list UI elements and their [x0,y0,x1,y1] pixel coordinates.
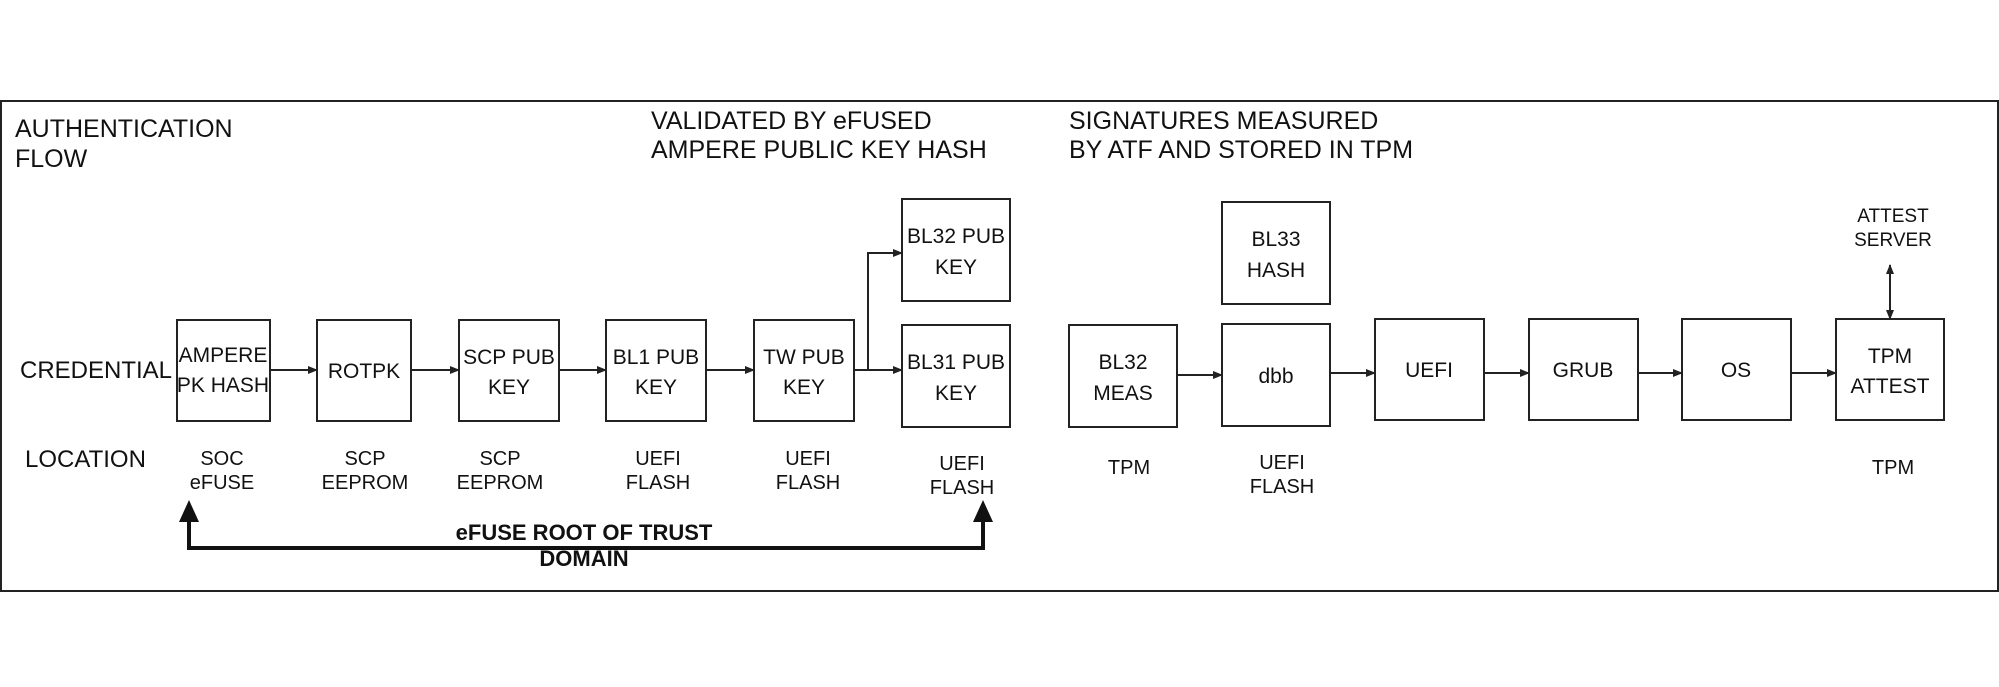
box-os-line1: OS [1721,359,1751,382]
box-rotpk: ROTPK [316,319,412,422]
header-signatures-line1: SIGNATURES MEASURED [1069,107,1378,135]
box-bl32-meas: BL32 MEAS [1068,324,1178,428]
header-validated-line2: AMPERE PUBLIC KEY HASH [651,136,987,164]
location-labels: SOC eFUSE SCP EEPROM SCP EEPROM UEFI FLA… [190,448,1914,499]
box-tpm-attest-line1: TPM [1868,345,1912,368]
header-validated: VALIDATED BY eFUSED AMPERE PUBLIC KEY HA… [651,107,987,164]
loc-bl31-line2: FLASH [930,477,994,499]
box-bl32meas-line2: MEAS [1093,382,1153,405]
box-scp-line1: SCP PUB [463,346,555,369]
box-bl33-hash: BL33 HASH [1221,201,1331,305]
loc-tw-line2: FLASH [776,472,840,494]
loc-rotpk-line2: EEPROM [322,472,409,494]
header-auth-line2: FLOW [15,145,88,173]
box-bl31pub-line1: BL31 PUB [907,351,1005,374]
row-label-credential: CREDENTIAL [20,357,172,384]
loc-bl31-line1: UEFI [939,453,985,475]
loc-scp-line2: EEPROM [457,472,544,494]
box-ampere-line1: AMPERE [179,344,268,367]
box-rotpk-line1: ROTPK [328,360,400,383]
box-bl31pub-line2: KEY [935,382,977,405]
box-bl33hash-line2: HASH [1247,259,1305,282]
box-bl32pub-line2: KEY [935,256,977,279]
box-grub-line1: GRUB [1553,359,1614,382]
diagram-frame [0,100,1999,592]
loc-dbb-line1: UEFI [1259,452,1305,474]
box-dbb-line1: dbb [1258,365,1293,388]
header-signatures: SIGNATURES MEASURED BY ATF AND STORED IN… [1069,107,1413,164]
arrow-tw-bl32 [867,249,903,370]
box-bl32meas-line1: BL32 [1098,351,1147,374]
loc-bl32meas-line1: TPM [1108,457,1150,479]
loc-dbb-line2: FLASH [1250,476,1314,498]
box-bl1-pub-key: BL1 PUB KEY [605,319,707,422]
flow-arrows [270,249,1894,379]
header-signatures-line2: BY ATF AND STORED IN TPM [1069,136,1413,164]
box-uefi: UEFI [1374,318,1485,421]
box-ampere-pk-hash: AMPERE PK HASH [176,319,271,422]
root-of-trust-line [187,520,985,550]
box-bl32-pub-key: BL32 PUB KEY [901,198,1011,302]
box-scp-line2: KEY [488,376,530,399]
loc-tw-line1: UEFI [785,448,831,470]
loc-ampere-line1: SOC [200,448,243,470]
row-label-location: LOCATION [25,446,146,473]
box-tw-line2: KEY [783,376,825,399]
attest-server-label: ATTEST SERVER [1854,206,1932,251]
box-ampere-line2: PK HASH [177,374,269,397]
loc-tpm-line1: TPM [1872,457,1914,479]
loc-rotpk-line1: SCP [344,448,385,470]
loc-ampere-line2: eFUSE [190,472,254,494]
box-bl33hash-line1: BL33 [1251,228,1300,251]
box-tw-line1: TW PUB [763,346,845,369]
box-tpm-attest: TPM ATTEST [1835,318,1945,421]
box-bl32pub-line1: BL32 PUB [907,225,1005,248]
attest-server-line2: SERVER [1854,230,1932,251]
loc-bl1-line2: FLASH [626,472,690,494]
header-validated-line1: VALIDATED BY eFUSED [651,107,932,135]
box-uefi-line1: UEFI [1405,359,1453,382]
box-tw-pub-key: TW PUB KEY [753,319,855,422]
header-authentication-flow: AUTHENTICATION FLOW [15,115,233,173]
root-of-trust-arrowhead-right [973,500,993,522]
box-grub: GRUB [1528,318,1639,421]
box-tpm-attest-line2: ATTEST [1851,375,1930,398]
header-auth-line1: AUTHENTICATION [15,115,233,143]
box-bl1-line2: KEY [635,376,677,399]
loc-scp-line1: SCP [479,448,520,470]
root-of-trust-arrowhead-left [179,500,199,522]
attest-server-line1: ATTEST [1857,206,1929,227]
box-bl1-line1: BL1 PUB [613,346,699,369]
box-dbb: dbb [1221,323,1331,427]
box-bl31-pub-key: BL31 PUB KEY [901,324,1011,428]
box-os: OS [1681,318,1792,421]
root-of-trust-line1: eFUSE ROOT OF TRUST [456,520,713,545]
root-of-trust-bracket: eFUSE ROOT OF TRUST DOMAIN [179,500,993,571]
loc-bl1-line1: UEFI [635,448,681,470]
box-scp-pub-key: SCP PUB KEY [458,319,560,422]
root-of-trust-line2: DOMAIN [539,546,628,571]
